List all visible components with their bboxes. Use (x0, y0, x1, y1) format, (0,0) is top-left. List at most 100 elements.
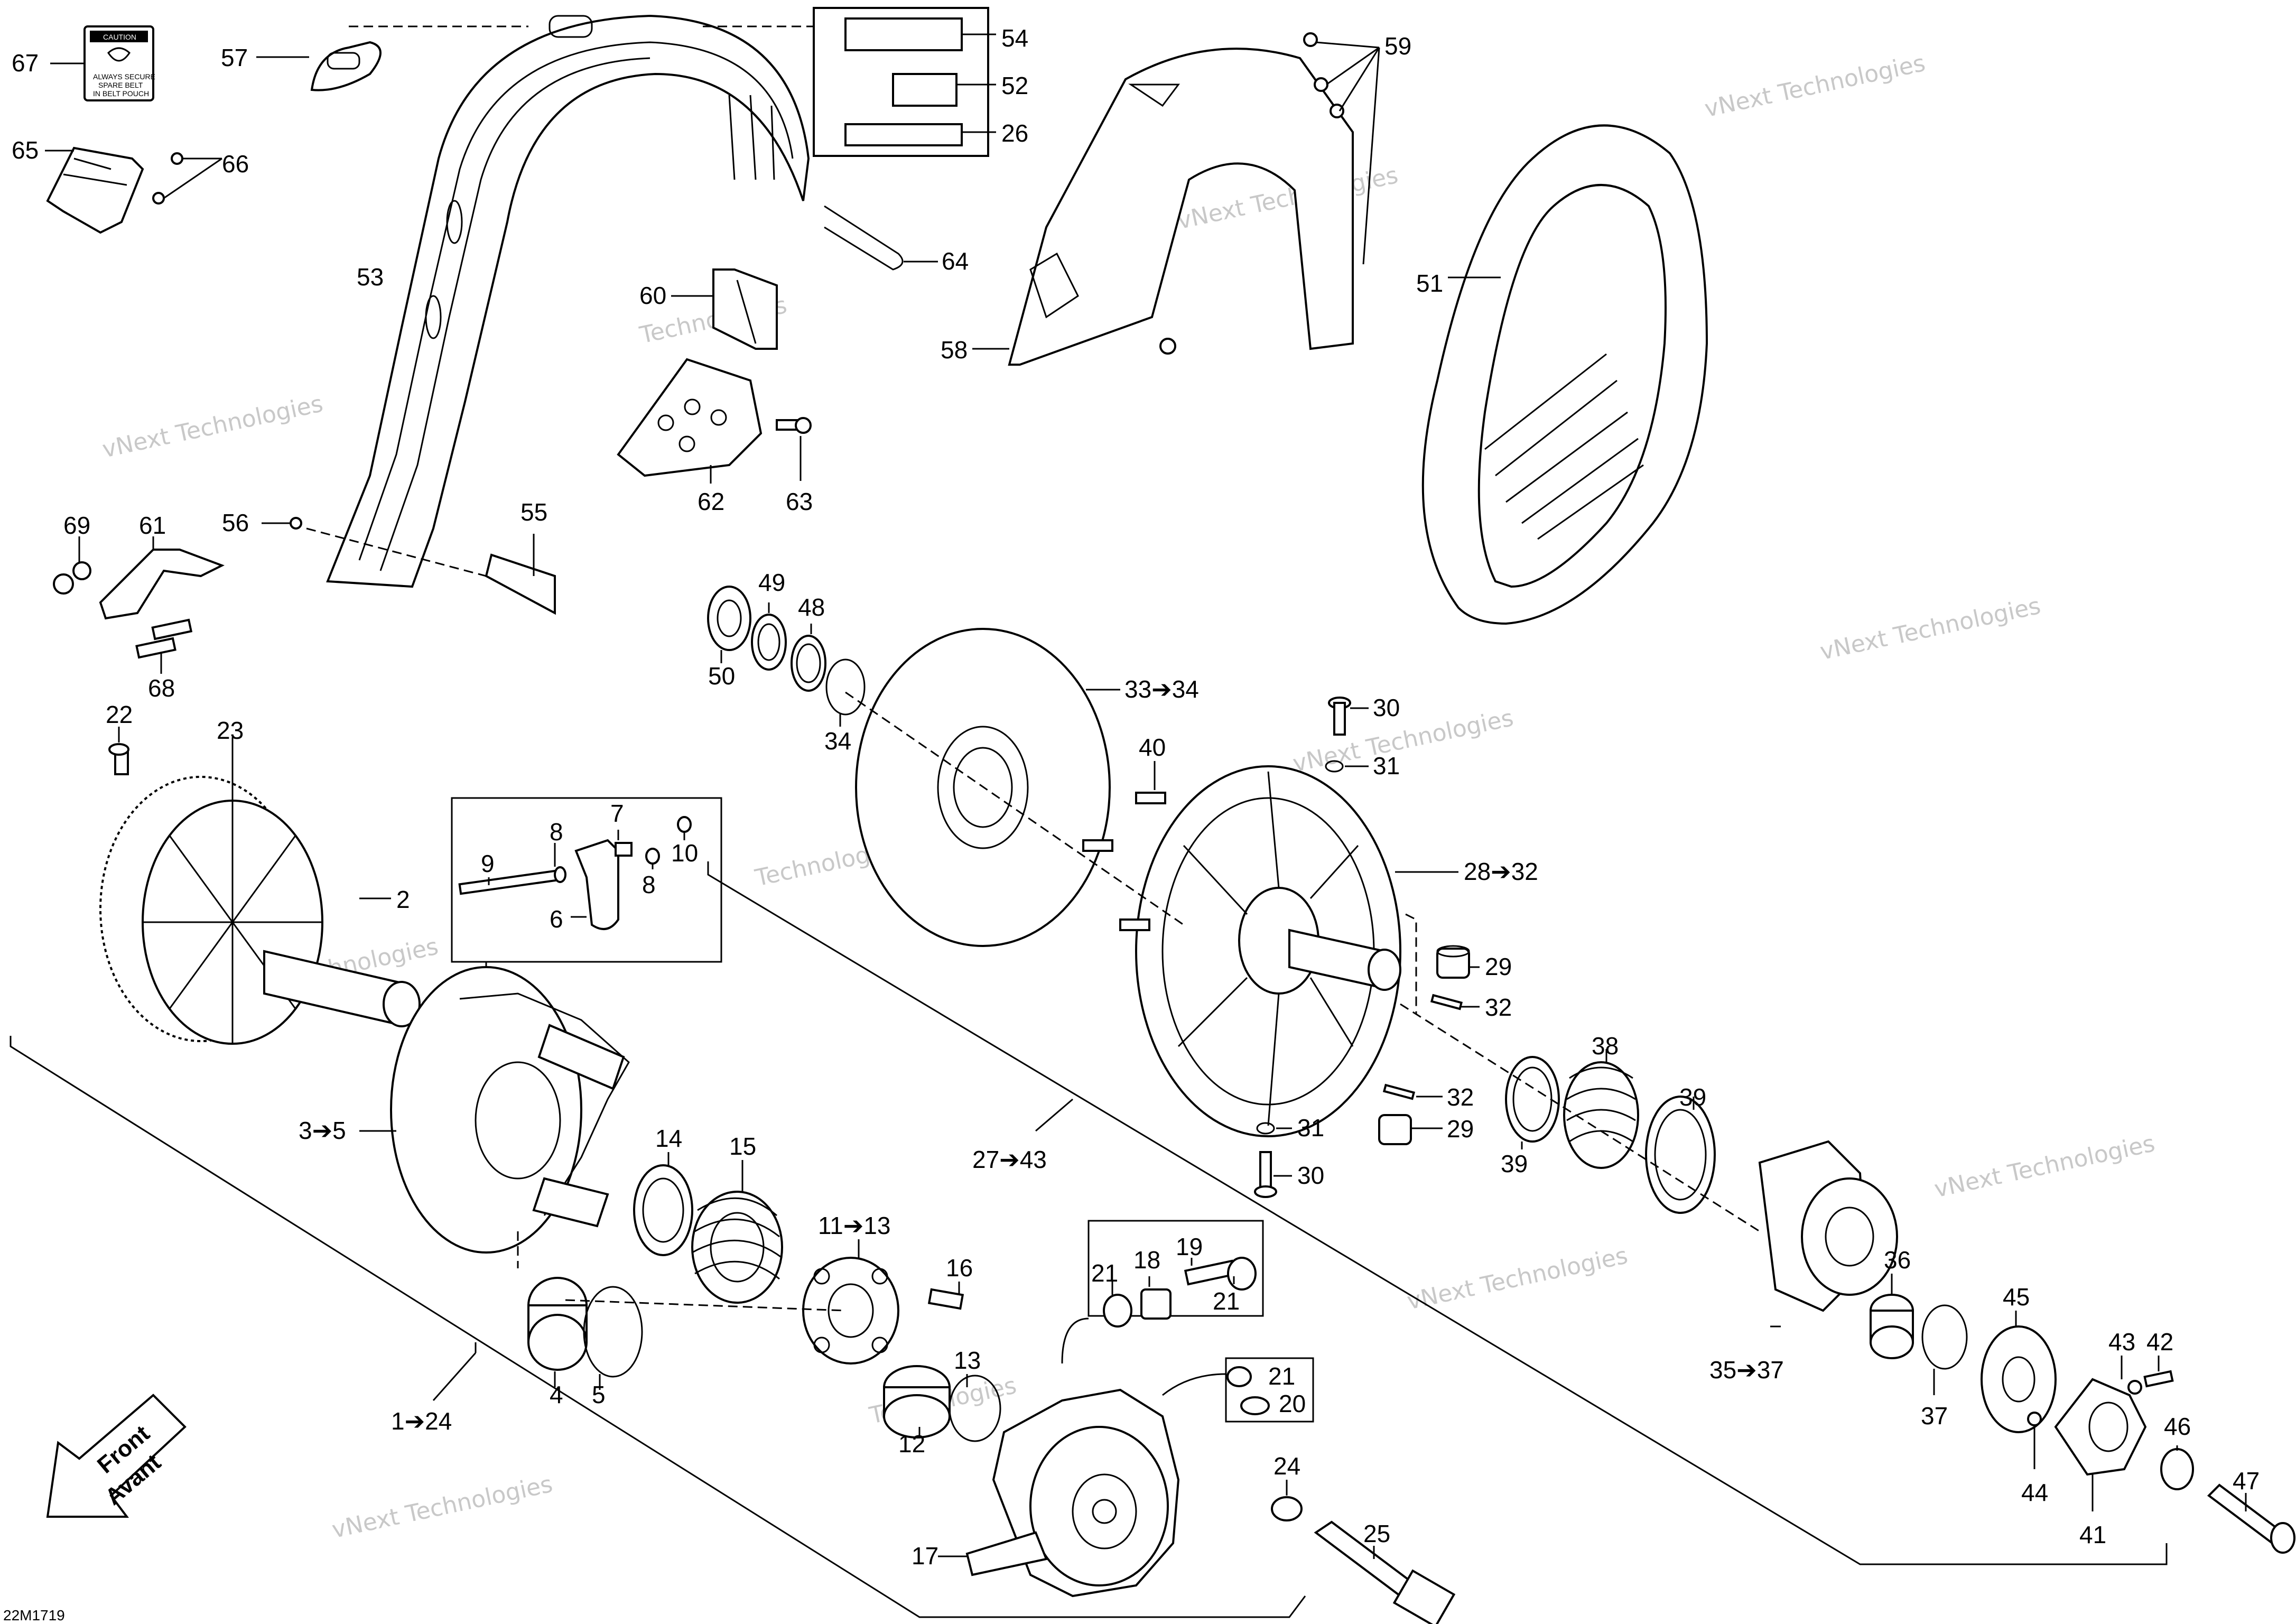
caution-title: CAUTION (103, 33, 136, 41)
circlip-37-part (1921, 1304, 1968, 1370)
callout: 25 (1363, 1520, 1390, 1547)
callout: 21 (1213, 1287, 1240, 1315)
callout: 10 (671, 839, 698, 867)
callout: 3➔5 (299, 1117, 346, 1144)
callout: 41 (2079, 1521, 2106, 1548)
bolt-47-part (2207, 1483, 2295, 1554)
callout: 67 (12, 49, 39, 77)
washer-45-part (1981, 1325, 2057, 1433)
callout: 13 (954, 1347, 981, 1374)
callout: 62 (698, 488, 724, 515)
governor-cup-part (965, 1388, 1180, 1598)
callout: 65 (12, 136, 39, 164)
callout: 4 (550, 1381, 563, 1408)
watermark-text: vNext Technologies (330, 1471, 555, 1544)
callout: 1➔24 (391, 1407, 452, 1435)
callout: 57 (221, 44, 248, 71)
callout: 43 (2108, 1328, 2135, 1356)
watermark-text: vNext Technologies (1702, 50, 1927, 123)
callout: 22 (106, 701, 133, 728)
callout: 45 (2003, 1283, 2030, 1311)
weight-kit-box (451, 797, 722, 963)
callout: 47 (2233, 1467, 2260, 1495)
hinge-part (712, 268, 778, 350)
seal-14-part (633, 1164, 693, 1256)
drive-belt-part (1421, 124, 1708, 625)
callout: 29 (1485, 953, 1512, 980)
screw-30-bottom-part (1254, 1151, 1277, 1198)
callout: 26 (1001, 119, 1028, 147)
callout: 50 (708, 662, 735, 690)
watermark-text: vNext Technologies (1290, 704, 1516, 777)
callout: 17 (912, 1542, 938, 1570)
callout: 59 (1384, 32, 1411, 60)
callout: 38 (1592, 1032, 1619, 1060)
retainer-clip-part (824, 205, 904, 271)
screw-30-top-part (1328, 697, 1351, 736)
diagram-code: 22M1719 (3, 1607, 65, 1623)
watermark-text: vNext Technologies (1818, 592, 2043, 665)
bolt-16-part (927, 1288, 964, 1310)
spring-38-part (1563, 1061, 1639, 1169)
circlip-13-part (949, 1375, 1001, 1442)
decal-set (813, 7, 989, 157)
bushing-36-part (1870, 1294, 1914, 1359)
watermark-text: vNext Technologies (1405, 1242, 1630, 1315)
roller-pin-box (1225, 1357, 1314, 1423)
circlip-5-part (583, 1286, 643, 1378)
rear-guard-part (1008, 48, 1354, 366)
callout: 63 (786, 488, 813, 515)
roller-kit-box (1087, 1220, 1264, 1328)
pins-40-part (1082, 792, 1166, 931)
callout: 69 (63, 512, 90, 539)
callout: 61 (139, 512, 166, 539)
slider-29-lower-part (1378, 1114, 1412, 1145)
callout: 42 (2146, 1328, 2173, 1356)
callout: 58 (941, 336, 968, 364)
bolt-25-part (1314, 1520, 1456, 1624)
belt-pouch-part (46, 146, 144, 234)
callout: 32 (1447, 1083, 1474, 1111)
callout: 49 (758, 569, 785, 596)
callout: 28➔32 (1464, 858, 1538, 885)
callout: 39 (1679, 1083, 1706, 1111)
callout: 66 (222, 150, 249, 178)
callout: 7 (610, 800, 624, 827)
washer-39b-part (1645, 1096, 1716, 1214)
callout: 9 (481, 850, 495, 877)
washer-39a-part (1505, 1056, 1560, 1143)
callout: 54 (1001, 24, 1028, 52)
callout: 31 (1373, 752, 1400, 779)
callout: 18 (1133, 1246, 1160, 1274)
callout: 55 (520, 498, 547, 526)
callout: 14 (655, 1125, 682, 1152)
group-bracket-driven (707, 861, 2168, 1565)
callout: 37 (1921, 1402, 1948, 1430)
callout: 33➔34 (1124, 675, 1199, 703)
movable-sheave-part (390, 966, 630, 1254)
callout: 34 (824, 727, 851, 755)
belt-guard-handle-part (310, 41, 382, 91)
callout: 2 (396, 886, 410, 913)
callout: 52 (1001, 72, 1028, 99)
callout: 16 (946, 1254, 973, 1282)
callout: 60 (639, 282, 666, 309)
callout: 24 (1274, 1452, 1300, 1480)
spring-15-part (691, 1191, 783, 1304)
callout: 5 (592, 1381, 606, 1408)
front-direction-arrow: Front Avant (46, 1394, 187, 1518)
belt-guard-part (326, 14, 810, 588)
screw-63-part (776, 417, 812, 434)
callout: 39 (1501, 1150, 1528, 1177)
callout-labels: 67 57 65 66 54 52 26 53 64 60 62 63 59 5… (12, 24, 2260, 1570)
callout: 31 (1297, 1114, 1324, 1142)
bushing-4-part (527, 1277, 588, 1371)
callout: 30 (1297, 1162, 1324, 1189)
cam-35-part (1758, 1140, 1898, 1312)
callout: 27➔43 (972, 1146, 1047, 1173)
bracket-plate-part (617, 358, 763, 477)
caution-text-3: IN BELT POUCH (93, 89, 149, 98)
plate-55-part (485, 553, 556, 615)
clamp-41-part (2054, 1378, 2147, 1476)
